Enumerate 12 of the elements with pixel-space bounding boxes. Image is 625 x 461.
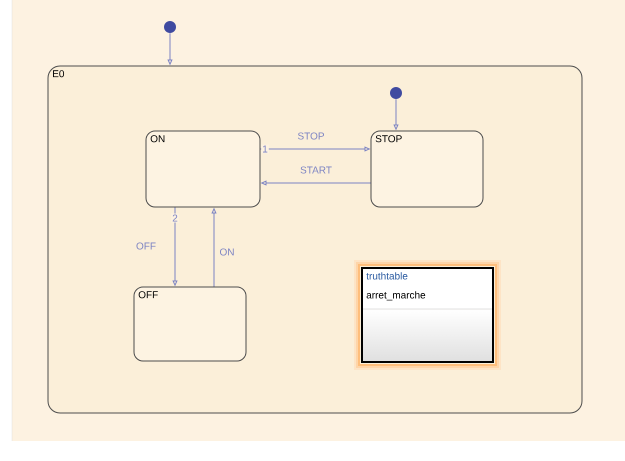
edge-label: START bbox=[300, 166, 332, 174]
state-box: OFF bbox=[134, 286, 246, 362]
priority-number: 1 bbox=[261, 144, 269, 154]
priority-number: 2 bbox=[171, 214, 179, 222]
edge-label: OFF bbox=[136, 242, 156, 250]
edge-label: STOP bbox=[298, 132, 324, 140]
state-box: STOP bbox=[370, 130, 484, 208]
default-transition-dot bbox=[390, 87, 402, 99]
state-box: ON bbox=[146, 130, 260, 208]
truth-table-box: truthtable arret_marche bbox=[354, 260, 501, 370]
edge-label: ON bbox=[220, 248, 234, 256]
default-transition-dot bbox=[164, 21, 176, 33]
